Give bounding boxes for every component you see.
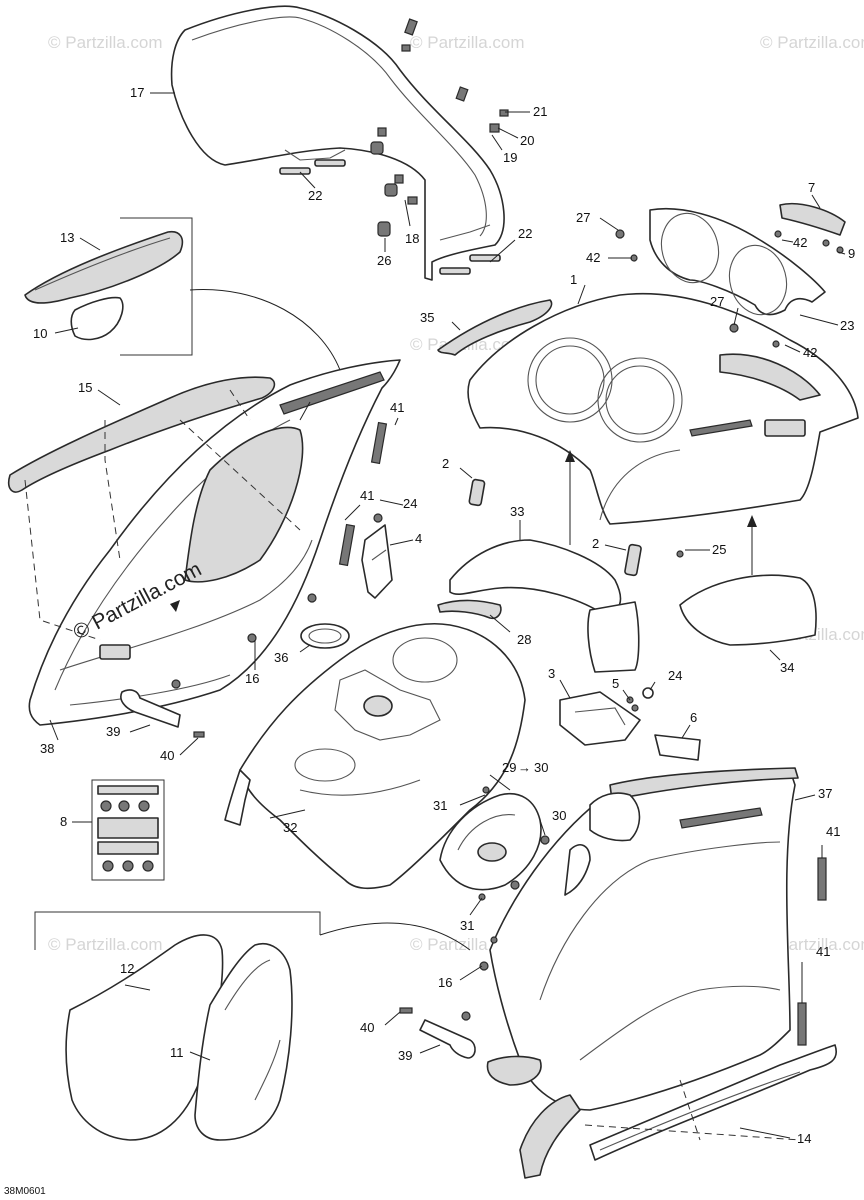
part-28 xyxy=(437,599,502,620)
callout-38: 38 xyxy=(40,741,54,756)
right-dash-lines xyxy=(584,1079,801,1141)
strips-part-41 xyxy=(338,421,827,1046)
callout-16b: 16 xyxy=(438,975,452,990)
callout-4: 4 xyxy=(415,531,422,546)
trim-part-35 xyxy=(437,299,553,356)
callout-29-arrow-30: 29 → 30 xyxy=(502,760,548,775)
brackets-3-5-6 xyxy=(559,687,701,761)
callout-40: 40 xyxy=(160,748,174,763)
callout-41d: 41 xyxy=(816,944,830,959)
ring-part-36 xyxy=(300,623,350,649)
windshield-part-17 xyxy=(170,5,505,281)
guide-curve xyxy=(319,922,471,951)
callout-22: 22 xyxy=(308,188,322,203)
callout-42b: 42 xyxy=(793,235,807,250)
screws xyxy=(171,229,844,1021)
arrow-icon: → xyxy=(518,760,531,775)
callout-31: 31 xyxy=(433,798,447,813)
reference-code: 38M0601 xyxy=(4,1186,46,1197)
part-34 xyxy=(679,574,817,646)
callout-27b: 27 xyxy=(710,294,724,309)
part-33 xyxy=(449,539,640,673)
callout-11: 11 xyxy=(170,1045,184,1060)
callout-15: 15 xyxy=(78,380,92,395)
callout-22b: 22 xyxy=(518,226,532,241)
handles-part-39-40 xyxy=(120,689,476,1059)
left-side-panel-part-38 xyxy=(7,359,401,726)
callout-33: 33 xyxy=(510,504,524,519)
watermark: © Partzilla.com xyxy=(760,33,864,52)
callout-37: 37 xyxy=(818,786,832,801)
callout-30: 30 xyxy=(552,808,566,823)
callout-5: 5 xyxy=(612,676,619,691)
callout-8: 8 xyxy=(60,814,67,829)
callout-19: 19 xyxy=(503,150,517,165)
callout-6: 6 xyxy=(690,710,697,725)
callout-42c: 42 xyxy=(803,345,817,360)
callout-12: 12 xyxy=(120,961,134,976)
console-part-32 xyxy=(224,622,526,890)
callout-24: 24 xyxy=(403,496,417,511)
gauge-housing-part-23 xyxy=(649,202,846,316)
box-parts-10-13 xyxy=(24,217,193,356)
callout-41c: 41 xyxy=(826,824,840,839)
watermark: © Partzilla.com xyxy=(48,33,163,52)
callout-32: 32 xyxy=(283,820,297,835)
callout-2b: 2 xyxy=(592,536,599,551)
callout-41b: 41 xyxy=(360,488,374,503)
watermark: © Partzilla.com xyxy=(410,33,525,52)
callout-3: 3 xyxy=(548,666,555,681)
callout-10: 10 xyxy=(33,326,47,341)
callout-29: 29 xyxy=(502,760,516,775)
callout-41: 41 xyxy=(390,400,404,415)
callout-26: 26 xyxy=(377,253,391,268)
windshield-hardware xyxy=(279,18,509,275)
callout-34: 34 xyxy=(780,660,794,675)
callout-labels: 17 13 10 15 21 20 19 22 18 26 22 1 27 42… xyxy=(33,85,855,1146)
callout-18: 18 xyxy=(405,231,419,246)
left-dash-lines xyxy=(24,389,301,641)
fasteners-part-2 xyxy=(468,478,642,577)
callout-16: 16 xyxy=(245,671,259,686)
callout-1: 1 xyxy=(570,272,577,287)
callout-2: 2 xyxy=(442,456,449,471)
label-sheet-part-8 xyxy=(91,779,165,881)
callout-42: 42 xyxy=(586,250,600,265)
callout-21: 21 xyxy=(533,104,547,119)
callout-36: 36 xyxy=(274,650,288,665)
callout-9: 9 xyxy=(848,246,855,261)
callout-40b: 40 xyxy=(360,1020,374,1035)
callout-31b: 31 xyxy=(460,918,474,933)
callout-28: 28 xyxy=(517,632,531,647)
lid-assembly-29-30 xyxy=(439,786,550,901)
bracket-part-4 xyxy=(361,513,393,599)
callout-23: 23 xyxy=(840,318,854,333)
callout-24b: 24 xyxy=(668,668,682,683)
callout-17: 17 xyxy=(130,85,144,100)
callout-7: 7 xyxy=(808,180,815,195)
callout-13: 13 xyxy=(60,230,74,245)
callout-35: 35 xyxy=(420,310,434,325)
callout-39b: 39 xyxy=(398,1048,412,1063)
callout-39: 39 xyxy=(106,724,120,739)
callout-14: 14 xyxy=(797,1131,811,1146)
watermark: © Partzilla.com xyxy=(48,935,163,954)
instrument-cover-part-1 xyxy=(467,292,859,525)
callout-30-ref: 30 xyxy=(534,760,548,775)
callout-25: 25 xyxy=(712,542,726,557)
arrows xyxy=(170,401,757,612)
callout-27: 27 xyxy=(576,210,590,225)
box-parts-11-12 xyxy=(34,911,321,1141)
callout-20: 20 xyxy=(520,133,534,148)
right-side-panel-part-14-37 xyxy=(486,767,837,1179)
leader-lines xyxy=(49,92,846,1139)
